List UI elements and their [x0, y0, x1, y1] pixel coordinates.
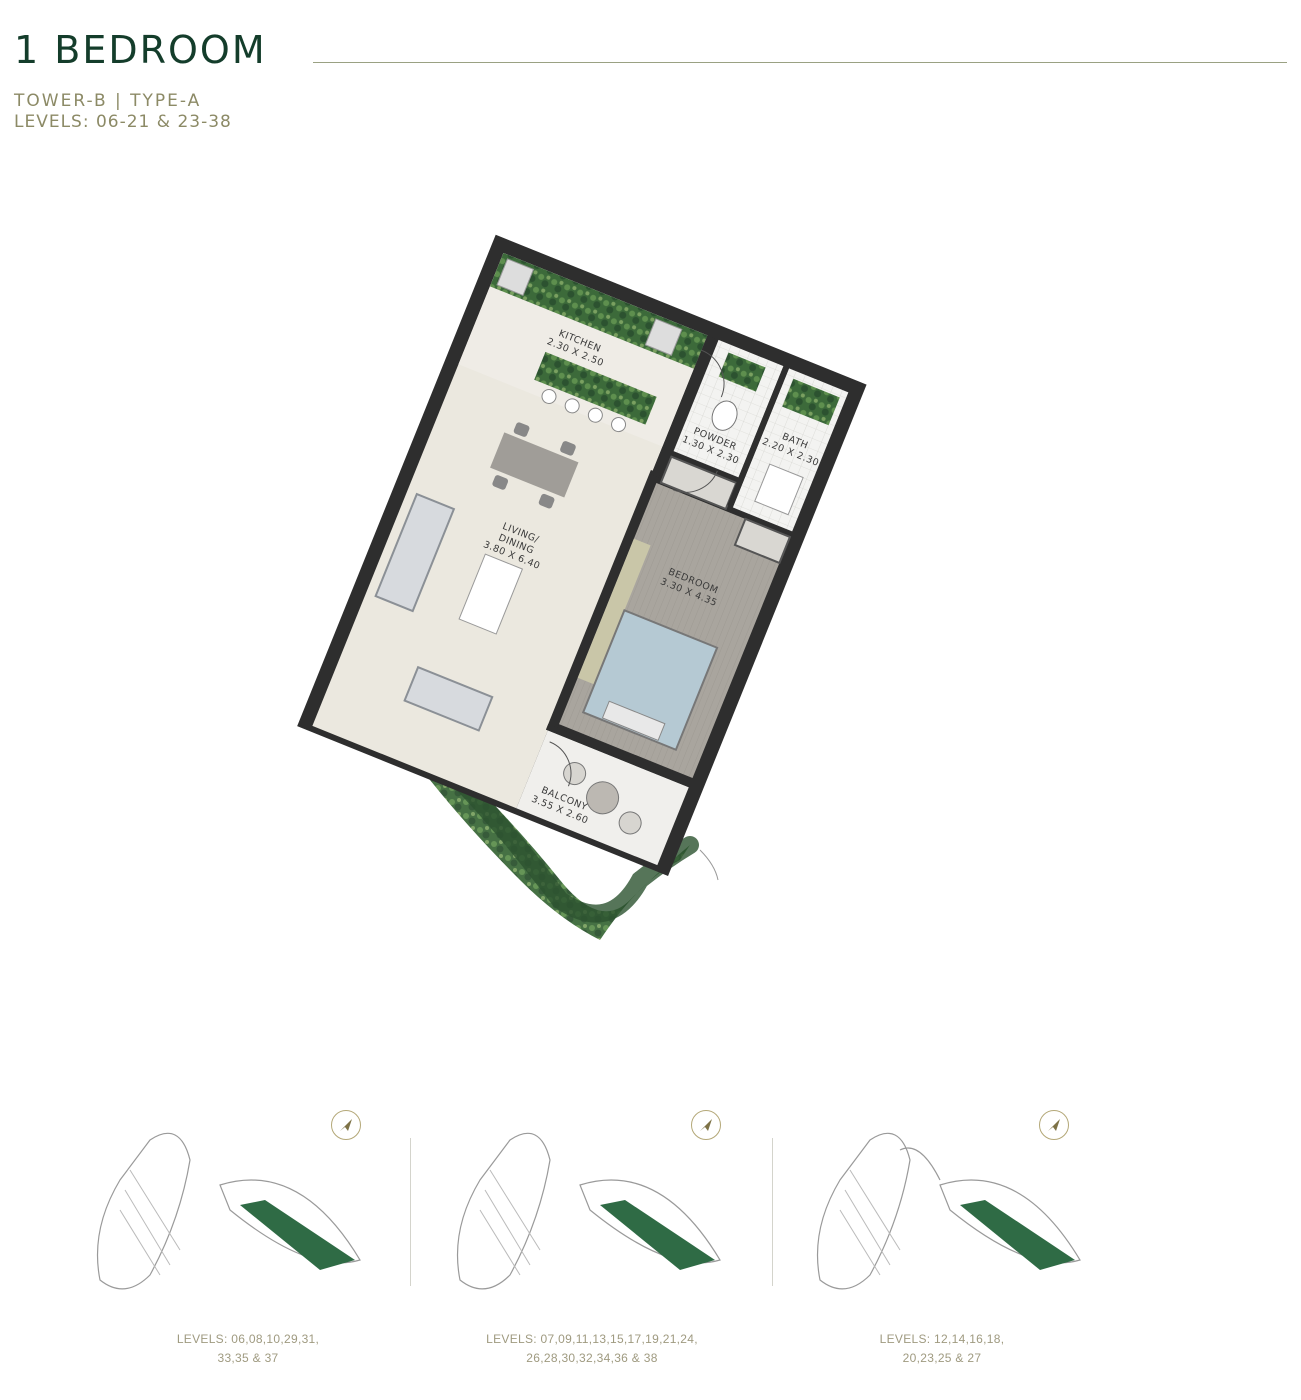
north-arrow-icon	[331, 1110, 361, 1140]
tower-type-label: TOWER-B | TYPE-A	[14, 91, 202, 111]
north-arrow-icon	[1039, 1110, 1069, 1140]
floor-plan: KITCHEN 2.30 X 2.50 POWDER 1.30 X 2.30 B…	[297, 234, 867, 940]
key-divider	[410, 1138, 411, 1286]
north-arrow-icon	[691, 1110, 721, 1140]
levels-line: 20,23,25 & 27	[902, 1351, 982, 1365]
key-divider	[772, 1138, 773, 1286]
page-title: 1 BEDROOM	[14, 28, 267, 72]
levels-label: LEVELS: 06-21 & 23-38	[14, 112, 232, 132]
key-plan-1	[96, 1132, 361, 1290]
levels-line: 33,35 & 37	[217, 1351, 279, 1365]
levels-line: LEVELS: 06,08,10,29,31,	[176, 1332, 320, 1346]
key-plan-2	[456, 1132, 721, 1290]
title-rule	[313, 62, 1287, 63]
levels-line: LEVELS: 12,14,16,18,	[879, 1332, 1005, 1346]
key-plan-3	[816, 1132, 1081, 1290]
levels-line: LEVELS: 07,09,11,13,15,17,19,21,24,	[486, 1332, 698, 1346]
key-plan-1-levels: LEVELS: 06,08,10,29,31, 33,35 & 37	[68, 1330, 428, 1368]
key-plan-2-levels: LEVELS: 07,09,11,13,15,17,19,21,24, 26,2…	[412, 1330, 772, 1368]
levels-line: 26,28,30,32,34,36 & 38	[526, 1351, 658, 1365]
key-plan-3-levels: LEVELS: 12,14,16,18, 20,23,25 & 27	[762, 1330, 1122, 1368]
